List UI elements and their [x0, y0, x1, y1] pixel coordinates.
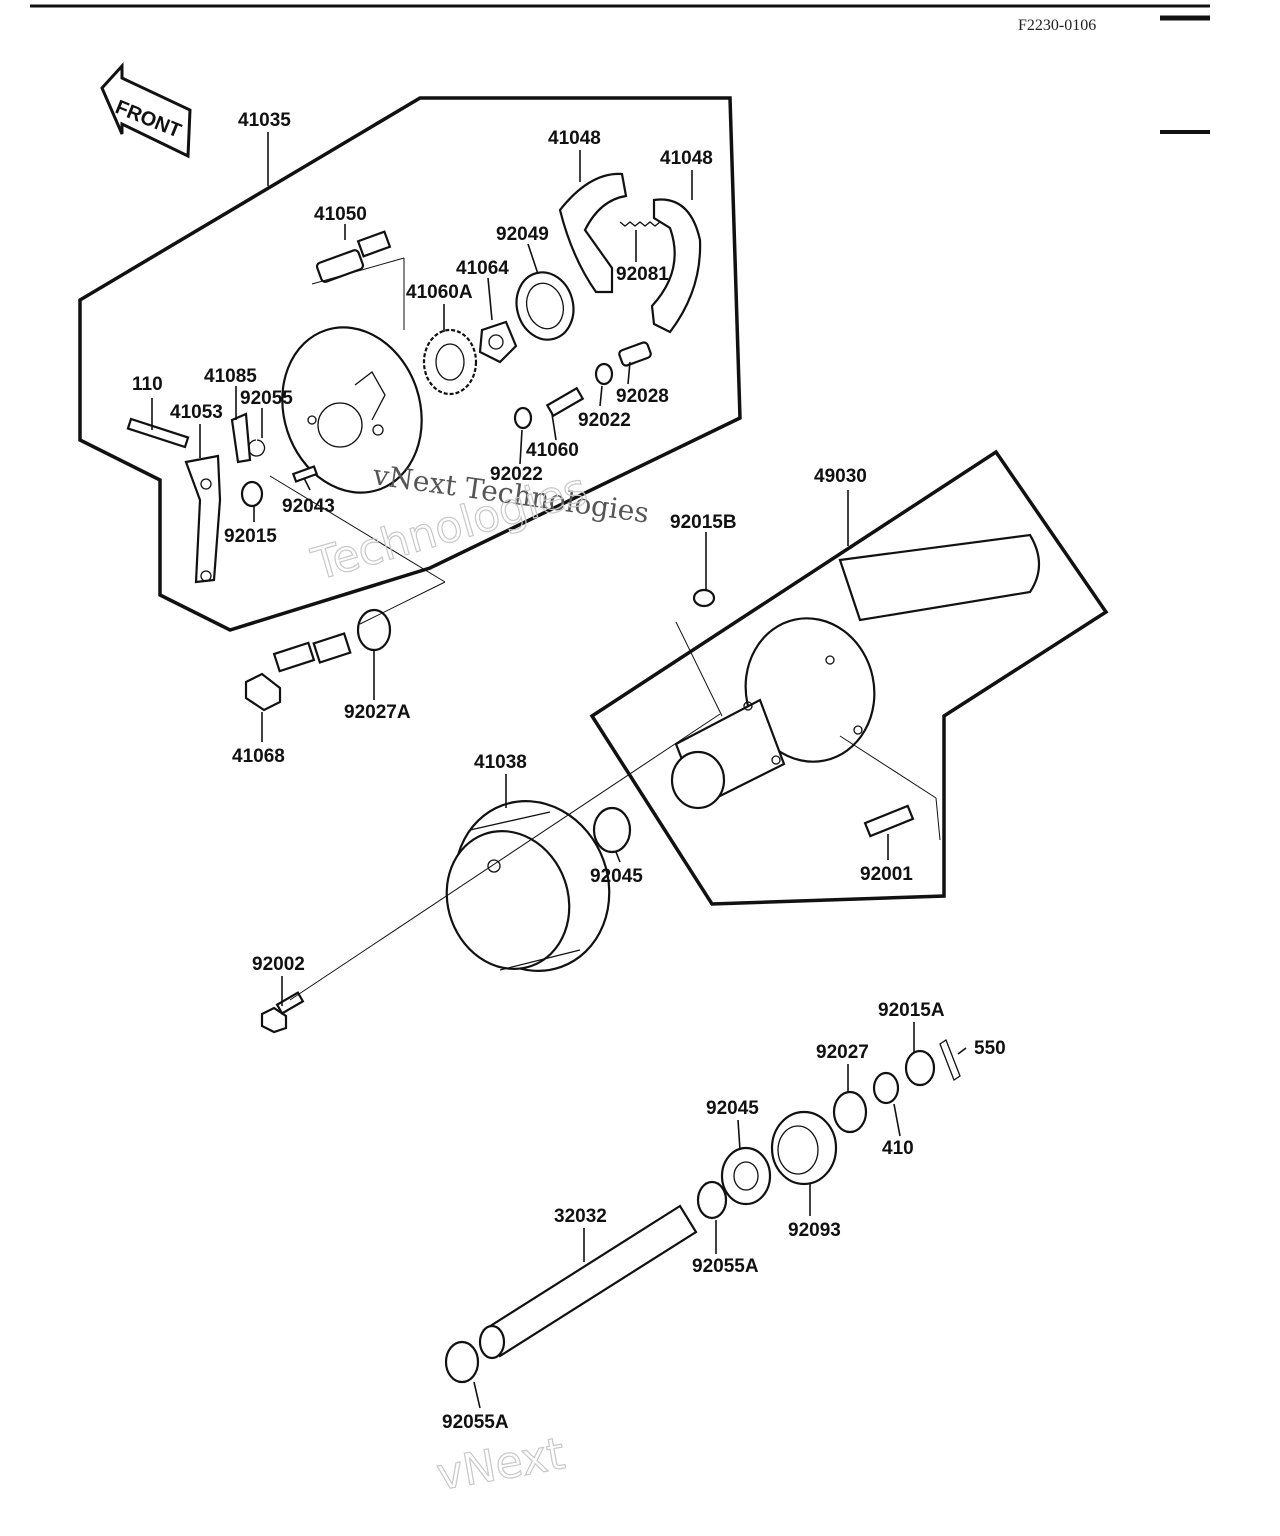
callout-41085: 41085 — [204, 366, 257, 387]
bearing-92045-lower — [720, 1146, 772, 1206]
document-code: F2230-0106 — [1018, 17, 1096, 34]
bolt-92001 — [863, 804, 915, 838]
pin-92043 — [291, 465, 319, 483]
oil-seal-92049 — [515, 271, 575, 341]
brake-drum-41038 — [445, 800, 611, 972]
washer-410 — [872, 1071, 900, 1105]
shaft-41060 — [545, 386, 585, 418]
callout-49030: 49030 — [814, 466, 867, 487]
callout-leaders — [151, 132, 967, 1409]
watermark: vNext Technologies Technologies vNext — [305, 458, 651, 1501]
collar-92027 — [832, 1090, 868, 1134]
callout-41068: 41068 — [232, 746, 285, 767]
brake-shoe-41048-left — [558, 172, 628, 294]
callout-92027: 92027 — [816, 1042, 869, 1063]
spring-92081 — [619, 221, 661, 227]
callout-92015: 92015 — [224, 526, 277, 547]
callout-92055: 92055 — [240, 388, 293, 409]
indicator-41085 — [230, 412, 252, 464]
bolt-110 — [126, 417, 190, 449]
circlip-92055a-upper — [696, 1180, 728, 1220]
callout-41048-right: 41048 — [660, 148, 713, 169]
brake-panel-assembly-frame — [78, 96, 742, 632]
pin-92028 — [618, 341, 652, 367]
brake-camshaft-41050 — [315, 230, 392, 283]
callout-41035: 41035 — [238, 110, 291, 131]
washer-92022-upper — [594, 362, 614, 386]
bearing-housing-92093 — [770, 1110, 838, 1186]
callout-92015b: 92015B — [670, 512, 737, 533]
callout-92055a-lower: 92055A — [442, 1412, 509, 1433]
washer-92022-lower — [513, 406, 533, 430]
axle-bolt-41068 — [244, 632, 352, 712]
callout-32032: 32032 — [554, 1206, 607, 1227]
callout-41060a: 41060A — [406, 282, 473, 303]
callout-92015a: 92015A — [878, 1000, 945, 1021]
washer-41064 — [478, 320, 518, 364]
axle-32032 — [478, 1204, 698, 1360]
front-direction-arrow-icon: FRONT — [100, 62, 192, 159]
cotter-pin-550 — [939, 1039, 961, 1081]
callout-92055a-upper: 92055A — [692, 1256, 759, 1277]
circlip-92055a-lower — [444, 1340, 480, 1384]
callout-92043: 92043 — [282, 496, 335, 517]
callout-41053: 41053 — [170, 402, 223, 423]
callout-92049: 92049 — [496, 224, 549, 245]
callout-41064: 41064 — [456, 258, 509, 279]
callout-41038: 41038 — [474, 752, 527, 773]
brake-shoe-41048-right — [650, 198, 702, 334]
callout-410: 410 — [882, 1138, 914, 1159]
callout-92001: 92001 — [860, 864, 913, 885]
callout-92045-upper: 92045 — [590, 866, 643, 887]
callout-92093: 92093 — [788, 1220, 841, 1241]
bearing-92045-upper — [592, 806, 632, 854]
nut-92015b — [692, 588, 716, 608]
hub-assembly-frame — [589, 449, 1109, 906]
brake-lever-41053 — [184, 454, 222, 584]
callout-110: 110 — [132, 374, 163, 395]
callout-92022-upper: 92022 — [578, 410, 631, 431]
bolt-92002 — [260, 991, 305, 1034]
watermark-footer: vNext — [433, 1428, 568, 1501]
collar-92027a — [356, 608, 392, 652]
callout-92045-lower: 92045 — [706, 1098, 759, 1119]
rear-hub-49030 — [670, 533, 1041, 810]
callout-92022-lower: 92022 — [490, 464, 543, 485]
brake-panel-41035 — [281, 326, 423, 494]
callout-92081: 92081 — [616, 264, 669, 285]
nut-92015 — [240, 480, 264, 508]
callout-41048-left: 41048 — [548, 128, 601, 149]
callout-550: 550 — [974, 1038, 1006, 1059]
callout-92028: 92028 — [616, 386, 669, 407]
callout-92027a: 92027A — [344, 702, 411, 723]
assembly-guide-lines — [269, 257, 941, 1001]
callout-41060: 41060 — [526, 440, 579, 461]
nut-92015a — [904, 1049, 936, 1087]
callout-92002: 92002 — [252, 954, 305, 975]
ring-92055 — [247, 439, 266, 457]
callout-41050: 41050 — [314, 204, 367, 225]
gear-41060a — [422, 328, 478, 396]
